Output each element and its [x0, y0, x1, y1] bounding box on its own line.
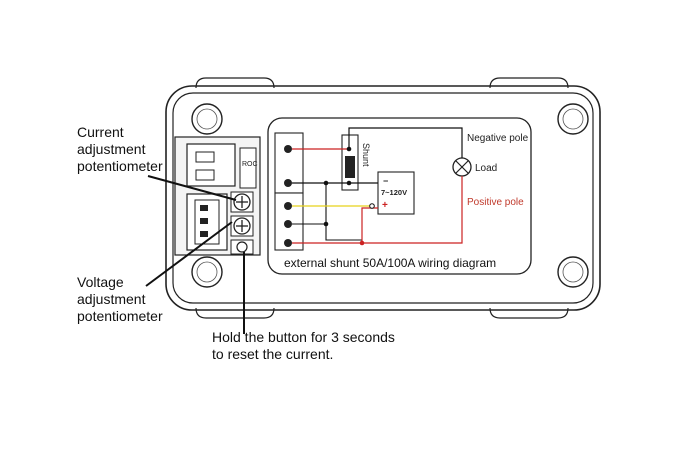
mounting-hole-top-right — [557, 103, 589, 135]
mounting-hole-bottom-right — [557, 256, 589, 288]
diagram-caption: external shunt 50A/100A wiring diagram — [284, 256, 496, 270]
enclosure-inner — [172, 92, 594, 304]
supply-minus-label: − — [383, 176, 388, 186]
mounting-hole-top-left — [191, 103, 223, 135]
reset-button[interactable] — [230, 239, 254, 255]
shunt-label: Shunt — [361, 143, 371, 167]
voltage-pot-callout: Voltage adjustment potentiometer — [77, 274, 163, 324]
current-potentiometer[interactable] — [230, 191, 254, 213]
current-pot-leader — [147, 175, 237, 201]
supply-plus-label: + — [382, 200, 388, 211]
load-lamp — [452, 157, 472, 177]
power-supply — [377, 171, 415, 215]
load-label: Load — [475, 163, 497, 174]
reset-button-callout: Hold the button for 3 seconds to reset t… — [212, 329, 395, 362]
mounting-hole-bottom-left — [191, 256, 223, 288]
voltage-potentiometer[interactable] — [230, 215, 254, 237]
current-pot-callout: Current adjustment potentiometer — [77, 124, 163, 174]
voltage-pot-leader — [145, 221, 233, 287]
positive-pole-label: Positive pole — [467, 197, 524, 208]
connector-mark: ROC — [242, 161, 258, 168]
wires — [292, 127, 463, 244]
negative-pole-label: Negative pole — [467, 133, 529, 144]
supply-range-label: 7~120V — [381, 188, 407, 197]
